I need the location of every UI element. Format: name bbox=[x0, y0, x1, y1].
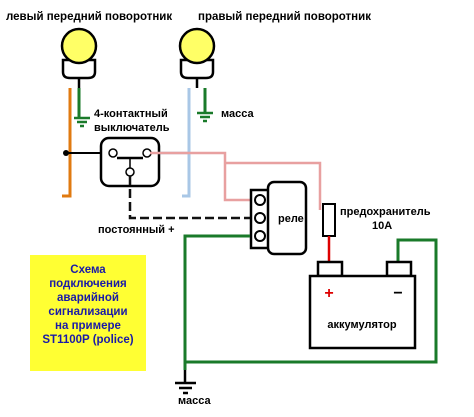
fuse-label-line1: предохранитель bbox=[340, 206, 431, 218]
fuse bbox=[322, 203, 336, 237]
battery-minus-sign: − bbox=[393, 285, 402, 302]
caption-line-4: сигнализации bbox=[48, 306, 127, 318]
bottom-ground-symbol bbox=[175, 370, 196, 395]
caption-line-1: Схема bbox=[70, 264, 106, 276]
switch-label-line2: выключатель bbox=[94, 122, 170, 134]
caption-line-2: подключения bbox=[49, 278, 127, 290]
relay-fuse-wire bbox=[225, 161, 322, 210]
fuse-label-line2: 10А bbox=[372, 220, 392, 232]
caption-line-3: аварийной bbox=[57, 292, 119, 304]
caption-line-5: на примере bbox=[55, 320, 121, 332]
left-lamp bbox=[60, 27, 98, 88]
caption-box: Схема подключения аварийной сигнализации… bbox=[30, 255, 146, 371]
constant-plus-wire bbox=[128, 176, 250, 220]
left-lamp-ground bbox=[74, 88, 90, 128]
right-lamp-ground bbox=[197, 88, 213, 123]
caption-line-6: ST1100P (police) bbox=[42, 334, 133, 346]
right-lamp bbox=[178, 27, 216, 88]
right-signal-wire bbox=[182, 88, 191, 198]
battery-label: аккумулятор bbox=[327, 319, 396, 331]
switch-relay-wire bbox=[150, 151, 260, 202]
battery-ground-wire bbox=[185, 238, 438, 364]
constant-plus-label: постоянный + bbox=[98, 224, 175, 236]
junction-dot-left bbox=[63, 150, 69, 156]
relay-label: реле bbox=[278, 213, 304, 225]
battery: + − аккумулятор bbox=[308, 260, 417, 350]
switch-label-line1: 4-контактный bbox=[94, 108, 168, 120]
battery-plus-sign: + bbox=[324, 285, 333, 302]
ground-label-bottom: масса bbox=[178, 395, 211, 407]
right-turn-signal-label: правый передний поворотник bbox=[198, 11, 371, 23]
relay-ground-wire bbox=[183, 234, 250, 370]
relay bbox=[249, 180, 308, 256]
left-turn-signal-label: левый передний поворотник bbox=[6, 11, 172, 23]
left-signal-wire bbox=[62, 88, 72, 198]
ground-label-right: масса bbox=[221, 108, 254, 120]
